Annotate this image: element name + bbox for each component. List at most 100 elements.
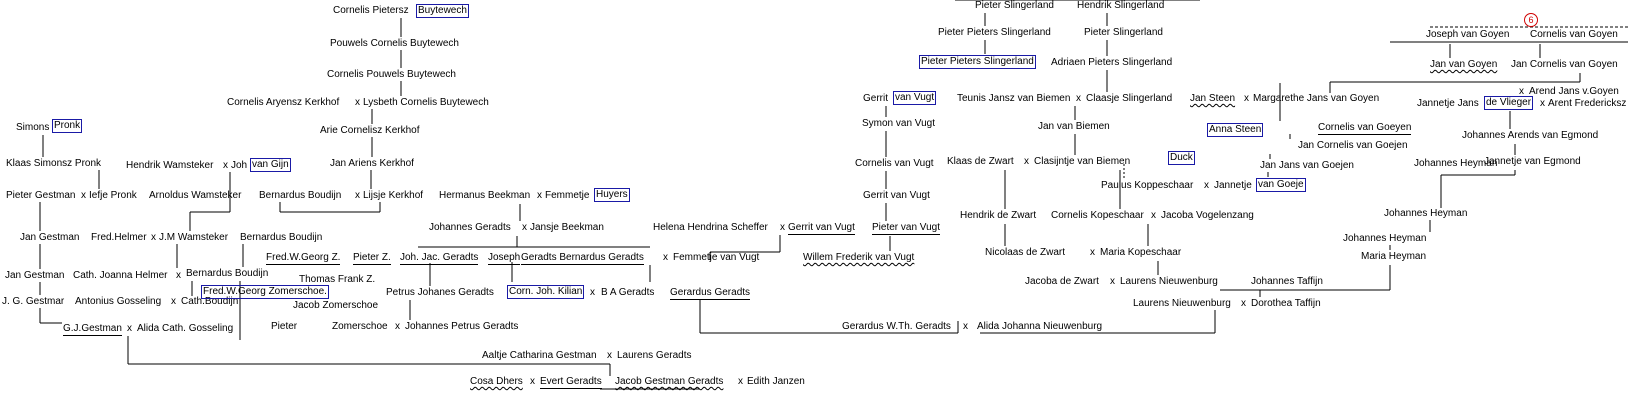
person-jacoba-de-zwart: Jacoba de Zwart (1025, 276, 1099, 287)
person-bernardus-boudijn-3: Bernardus Boudijn (186, 268, 269, 279)
person-hendrik-wamsteker: Hendrik Wamsteker (126, 160, 214, 171)
person-willem-frederik-van-vugt: Willem Frederik van Vugt (803, 252, 915, 263)
person-jan-jans-van-goejen: Jan Jans van Goejen (1260, 160, 1354, 171)
person-gerrit-van-vugt-2: Gerrit van Vugt (863, 190, 930, 201)
person-evert-geradts: Evert Geradts (540, 376, 602, 389)
marriage-symbol: x (1110, 276, 1115, 287)
person-alida-johanna-nieuwenburg: Alida Johanna Nieuwenburg (977, 321, 1103, 332)
person-jan-van-goyen: Jan van Goyen (1430, 59, 1498, 70)
person-gerrit: Gerrit (863, 93, 888, 104)
person-jacoba-vogelenzang: Jacoba Vogelenzang (1161, 210, 1254, 221)
surname-huyers: Huyers (594, 188, 630, 202)
person-joseph-van-goyen: Joseph van Goyen (1426, 29, 1510, 40)
person-zomerschoe: Zomerschoe (332, 321, 388, 332)
person-corn-joh-kilian: Corn. Joh. Kilian (507, 285, 585, 299)
person-gerrit-van-vugt: Gerrit van Vugt (788, 222, 855, 235)
person-thomas-frank-z: Thomas Frank Z. (299, 274, 376, 285)
person-ba-geradts: B A Geradts (601, 287, 655, 298)
person-cath-joanna-helmer: Cath. Joanna Helmer (73, 270, 168, 281)
marriage-symbol: x (171, 296, 176, 307)
marriage-symbol: x (355, 190, 360, 201)
person-johannes-geradts: Johannes Geradts (429, 222, 511, 233)
person-fred-w-georg-zomerschoe: Fred.W.Georg Zomerschoe. (201, 285, 329, 299)
person-cath-boudijn: Cath.Boudijn (181, 296, 239, 307)
person-cosa-dhers: Cosa Dhers (470, 376, 523, 387)
person-pieter-z: Pieter Z. (353, 252, 391, 265)
marriage-symbol: x (1151, 210, 1156, 221)
marriage-symbol: x (738, 376, 743, 387)
person-jacob-gestman-geradts: Jacob Gestman Geradts (615, 376, 724, 387)
marriage-symbol: x (1540, 98, 1545, 109)
person-antonius-gosseling: Antonius Gosseling (75, 296, 162, 307)
person-adriaen-pieters-slingerland: Adriaen Pieters Slingerland (1051, 57, 1173, 68)
person-geradts-bernardus-geradts: Geradts Bernardus Geradts (521, 252, 644, 265)
person-jm-wamsteker: J.M Wamsteker (159, 232, 229, 243)
person-jansje-beekman: Jansje Beekman (530, 222, 604, 233)
person-nicolaas-de-zwart: Nicolaas de Zwart (985, 247, 1066, 258)
surname-van-gijn: van Gijn (250, 158, 291, 172)
marriage-symbol: x (530, 376, 535, 387)
person-paulus-koppeschaar: Paulus Koppeschaar (1101, 180, 1194, 191)
marriage-symbol: x (223, 160, 228, 171)
person-jan-cornelis-van-goyen: Jan Cornelis van Goyen (1511, 59, 1618, 70)
marriage-symbol: x (151, 232, 156, 243)
person-pouwels-cornelis-buytewech: Pouwels Cornelis Buytewech (330, 38, 459, 49)
person-pieter-slingerland-2: Pieter Slingerland (1084, 27, 1163, 38)
person-gj-gestman: G.J.Gestman (63, 323, 122, 336)
person-simons: Simons (16, 122, 50, 133)
person-petrus-johanes-geradts: Petrus Johanes Geradts (386, 287, 494, 298)
person-iefje-pronk: Iefje Pronk (89, 190, 137, 201)
person-johannes-heyman-2: Johannes Heyman (1384, 208, 1468, 219)
person-arie-cornelisz-kerkhof: Arie Cornelisz Kerkhof (320, 125, 420, 136)
person-aaltje-catharina-gestman: Aaltje Catharina Gestman (482, 350, 597, 361)
person-bernardus-boudijn: Bernardus Boudijn (259, 190, 342, 201)
marriage-symbol: x (522, 222, 527, 233)
person-cornelis-pietersz: Cornelis Pietersz (333, 5, 409, 16)
person-duck: Duck (1168, 151, 1195, 165)
surname-van-vugt: van Vugt (893, 91, 937, 105)
person-jan-gestman: Jan Gestman (20, 232, 80, 243)
person-femmetje-van-vugt: Femmetje van Vugt (673, 252, 760, 263)
person-pieter-pieters-slingerland: Pieter Pieters Slingerland (938, 27, 1051, 38)
person-teunis-jansz-van-biemen: Teunis Jansz van Biemen (957, 93, 1071, 104)
person-maria-kopeschaar: Maria Kopeschaar (1100, 247, 1182, 258)
marriage-symbol: x (1519, 86, 1524, 97)
person-fred-w-georg-z: Fred.W.Georg Z. (266, 252, 341, 265)
marriage-symbol: x (590, 287, 595, 298)
person-symon-van-vugt: Symon van Vugt (862, 118, 936, 129)
person-lijsje-kerkhof: Lijsje Kerkhof (363, 190, 424, 201)
surname-pronk: Pronk (52, 119, 83, 133)
person-jannetje-jans: Jannetje Jans (1417, 98, 1479, 109)
person-jg-gestmar: J. G. Gestmar (2, 296, 65, 307)
person-cornelis-van-goyen: Cornelis van Goyen (1530, 29, 1618, 40)
person-clasijntje-van-biemen: Clasijntje van Biemen (1034, 156, 1131, 167)
surname-de-vlieger: de Vlieger (1484, 96, 1534, 110)
person-jan-van-biemen: Jan van Biemen (1038, 121, 1110, 132)
person-gerardus-wth-geradts: Gerardus W.Th. Geradts (842, 321, 951, 332)
person-anna-steen: Anna Steen (1207, 123, 1264, 137)
person-johannes-heyman: Johannes Heyman (1414, 158, 1498, 169)
person-pieter: Pieter (271, 321, 298, 332)
marriage-symbol: x (537, 190, 542, 201)
marriage-symbol: x (1204, 180, 1209, 191)
person-laurens-nieuwenburg-2: Laurens Nieuwenburg (1133, 298, 1231, 309)
person-jan-gestman-2: Jan Gestman (5, 270, 65, 281)
person-dorothea-taffijn: Dorothea Taffijn (1251, 298, 1321, 309)
person-bernardus-boudijn-2: Bernardus Boudijn (240, 232, 323, 243)
marriage-symbol: x (780, 222, 785, 233)
person-femmetje: Femmetje (545, 190, 590, 201)
person-jannetje: Jannetje (1214, 180, 1252, 191)
person-johannes-taffijn: Johannes Taffijn (1251, 276, 1323, 287)
person-jan-cornelis-van-goejen: Jan Cornelis van Goejen (1298, 140, 1408, 151)
marriage-symbol: x (1241, 298, 1246, 309)
person-alida-cath-gosseling: Alida Cath. Gosseling (137, 323, 234, 334)
marriage-symbol: x (176, 270, 181, 281)
person-johannes-arends-van-egmond: Johannes Arends van Egmond (1462, 130, 1599, 141)
person-gerardus-geradts: Gerardus Geradts (670, 287, 751, 300)
marriage-symbol: x (1024, 156, 1029, 167)
person-edith-janzen: Edith Janzen (747, 376, 805, 387)
person-arent-fredericksz: Arent Fredericksz (1548, 98, 1627, 109)
person-lysbeth-cornelis-buytewech: Lysbeth Cornelis Buytewech (363, 97, 489, 108)
marriage-symbol: x (1244, 93, 1249, 104)
